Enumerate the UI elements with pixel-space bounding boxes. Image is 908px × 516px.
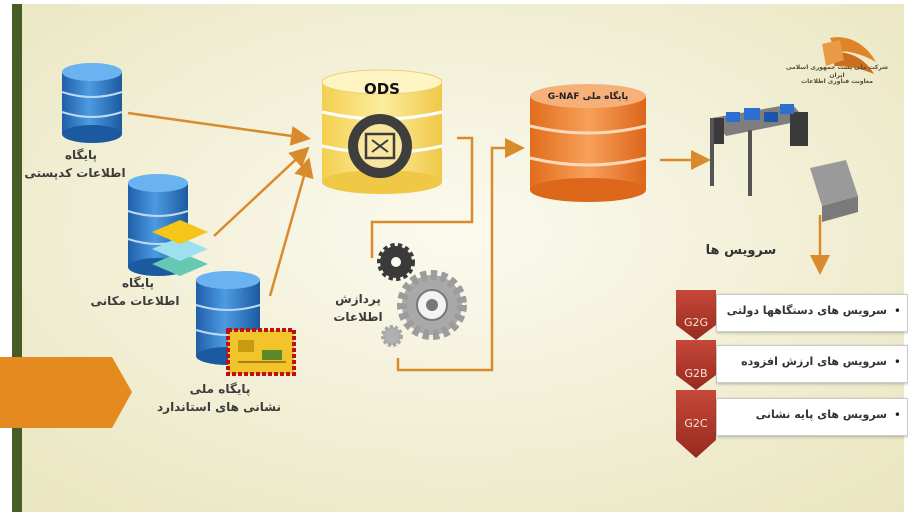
cadastre-database-icon [61,63,123,143]
gnaf-label: پایگاه ملی G-NAF [547,92,629,102]
service-text: سرویس های دستگاهها دولتی [726,304,887,317]
chip-icon [348,114,412,178]
left-orange-arrow [0,357,132,428]
bullet-icon: • [893,408,901,422]
ods-label: ODS [363,80,400,98]
address-db-label-2: نشانی های استاندارد [157,400,281,414]
bullet-icon: • [893,355,901,369]
gnaf-database-icon [529,84,647,202]
chevron-g2b [676,340,716,390]
left-accent-bar [12,4,22,512]
cadastre-db-label-2: اطلاعات کدپستی [24,166,126,180]
arrow-address-to-ods [268,157,314,297]
chevron-g2g-label: G2G [683,316,709,329]
gears-icon [377,243,467,347]
address-db-label-1: پایگاه ملی [189,382,251,396]
service-chevrons [676,290,716,458]
bullet-icon: • [893,304,901,318]
spatial-db-label-2: اطلاعات مکانی [90,294,180,308]
chevron-g2c-label: G2C [684,417,708,430]
layers-icon [152,220,208,276]
spatial-db-label-1: پایگاه [121,276,155,290]
arrow-cadastre-to-ods [127,111,311,146]
logo-line-1: شرکت ملی پست جمهوری اسلامی ایران [785,64,889,79]
cadastre-db-label-1: پایگاه [64,148,98,162]
service-box-g2g: • سرویس های دستگاهها دولتی [716,294,908,332]
chevron-g2g [676,290,716,340]
arrow-ods-to-processing [370,136,474,258]
service-text: سرویس های ارزش افزوده [741,355,887,368]
connector-arrows [127,111,830,372]
arrow-spatial-to-ods [213,146,310,237]
logo-bird-icon [822,37,876,74]
arrow-processing-to-gnaf [396,138,525,372]
circuit-board-icon [226,328,296,376]
processing-label-2: اطلاعات [333,310,383,324]
logo-line-2: معاونت فناوری اطلاعات [801,78,873,85]
service-text: سرویس های پایه نشانی [755,408,887,421]
processing-label-1: پردازش [335,292,381,306]
services-label: سرویس ها [705,243,777,258]
chevron-g2c [676,390,716,458]
chevron-g2b-label: G2B [684,367,708,380]
conveyor-icon [710,104,858,222]
service-box-g2c: • سرویس های پایه نشانی [716,398,908,436]
service-box-g2b: • سرویس های ارزش افزوده [716,345,908,383]
